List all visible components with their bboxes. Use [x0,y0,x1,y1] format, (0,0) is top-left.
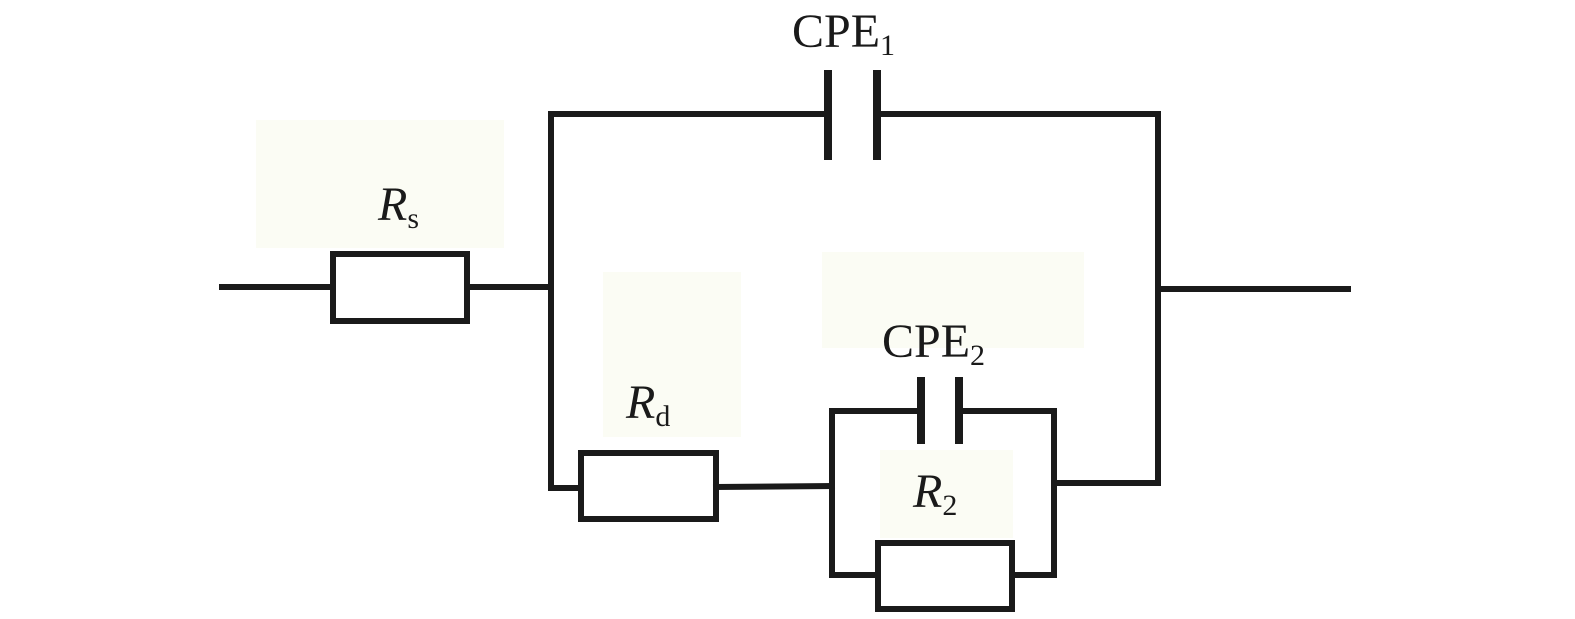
cpe2-label-main: CPE [882,315,970,368]
r2-label: R2 [912,465,957,522]
r2-resistor [875,540,1015,612]
r2-label-sub: 2 [942,489,957,522]
cpe2-label: CPE2 [882,315,985,372]
r2-label-background [880,450,1013,538]
r2-label-main: R [912,465,942,518]
rs-label-background [256,120,504,248]
cpe1-label-main: CPE [792,5,880,58]
rd-to-parallel-wire [712,482,836,491]
cpe1-label-sub: 1 [880,29,895,62]
cpe1-label: CPE1 [792,5,895,62]
rd-label: Rd [625,376,670,433]
rs-label-sub: s [407,202,419,235]
cpe2-label-background [822,252,1084,348]
rs-label-main: R [377,178,407,231]
rs-resistor [330,251,470,324]
cpe2-label-sub: 2 [970,339,985,372]
rd-label-background [603,272,741,437]
rd-resistor [578,450,719,522]
rs-label: Rs [377,178,419,235]
rd-label-main: R [625,376,655,429]
rd-label-sub: d [655,400,670,433]
